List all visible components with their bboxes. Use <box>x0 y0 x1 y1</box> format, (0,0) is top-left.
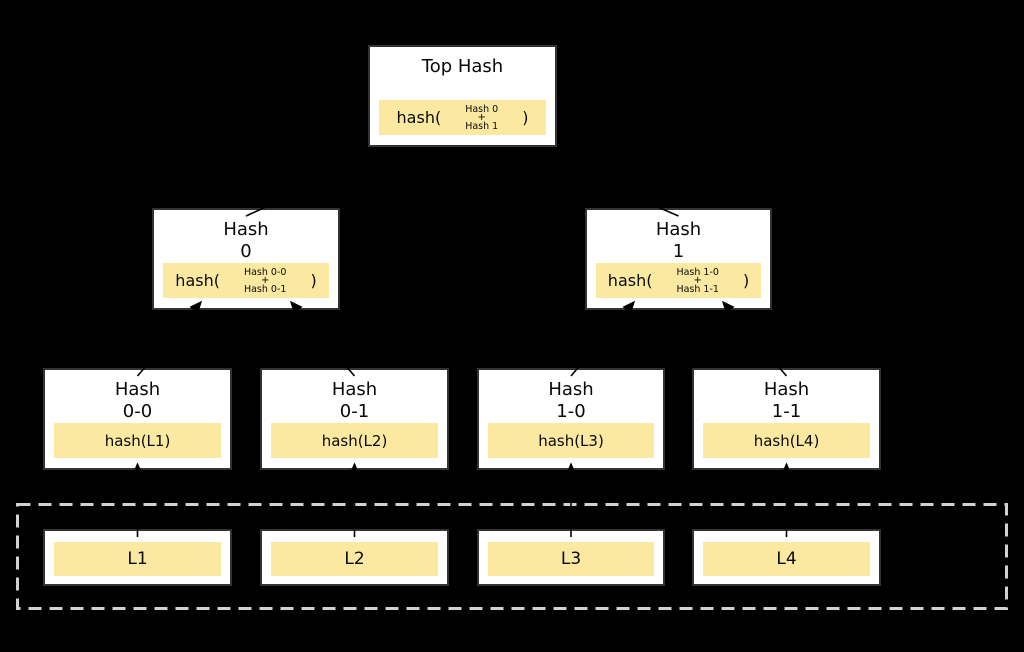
plus-operator: + <box>477 111 486 123</box>
hash-1-1-formula: hash(L4) <box>703 423 870 458</box>
top-hash-title: Top Hash <box>421 56 504 77</box>
hash-1-title-line2: 1 <box>672 241 685 262</box>
hash-1-0-title-line1: Hash <box>548 379 594 400</box>
arrow-hash-1-0-to-hash-1 <box>570 300 636 377</box>
operand-top: Hash 0-0 <box>243 266 287 278</box>
data-block-l4: L4 <box>692 529 881 586</box>
formula-text: hash(L3) <box>538 431 604 450</box>
hash-0-0-formula: hash(L1) <box>54 423 221 458</box>
operand-stack: Hash 0 + Hash 1 <box>465 103 499 132</box>
operand-top: Hash 0 <box>465 103 499 115</box>
data-block-l2: L2 <box>260 529 449 586</box>
data-block-l1: L1 <box>43 529 232 586</box>
operand-stack: Hash 1-0 + Hash 1-1 <box>676 266 719 295</box>
operand-top: Hash 1-0 <box>676 266 719 278</box>
data-block-l3: L3 <box>477 529 665 586</box>
operand-bottom: Hash 0-1 <box>243 283 287 295</box>
hash-1-0-title: Hash 1-0 <box>479 379 663 423</box>
hash-0-1-formula: hash(L2) <box>271 423 438 458</box>
hash-1-0-formula: hash(L3) <box>488 423 654 458</box>
hash-0-0-title-line2: 0-0 <box>122 401 153 422</box>
formula-text: hash(L2) <box>321 431 388 450</box>
hash-close-text: ) <box>522 108 529 127</box>
operand-bottom: Hash 1 <box>465 120 499 132</box>
node-hash-0-0: Hash 0-0 hash(L1) <box>43 368 232 470</box>
arrow-hash-0-0-to-hash-0 <box>136 300 203 377</box>
node-hash-0-1: Hash 0-1 hash(L2) <box>260 368 449 470</box>
formula-text: hash(L1) <box>104 431 171 450</box>
hash-0-1-title-line2: 0-1 <box>339 401 370 422</box>
hash-0-0-title: Hash 0-0 <box>45 379 230 423</box>
hash-open-text: hash( <box>175 271 220 290</box>
formula-text: hash(L4) <box>753 431 820 450</box>
data-block-l1-label: L1 <box>54 542 221 576</box>
data-block-l2-label: L2 <box>271 542 438 576</box>
hash-0-0-title-line1: Hash <box>114 379 161 400</box>
node-hash-1-0: Hash 1-0 hash(L3) <box>477 368 665 470</box>
hash-1-1-title: Hash 1-1 <box>694 379 879 423</box>
hash-close-text: ) <box>742 271 750 290</box>
arrow-hash-1-1-to-hash-1 <box>721 300 788 377</box>
hash-1-1-title-line1: Hash <box>763 379 810 400</box>
arrow-hash-0-1-to-hash-0 <box>289 300 356 377</box>
hash-0-1-title-line1: Hash <box>331 379 378 400</box>
data-block-l3-label: L3 <box>488 542 654 576</box>
node-top-hash: Top Hash hash( Hash 0 + Hash 1 ) <box>368 45 557 147</box>
top-hash-formula: hash( Hash 0 + Hash 1 ) <box>379 100 546 135</box>
hash-open-text: hash( <box>607 271 653 290</box>
arrow-hash-0-to-top-hash <box>245 148 395 217</box>
hash-0-title: Hash 0 <box>154 219 338 263</box>
plus-operator: + <box>693 274 702 286</box>
hash-0-formula: hash( Hash 0-0 + Hash 0-1 ) <box>163 263 329 298</box>
hash-open-text: hash( <box>396 108 442 127</box>
data-block-l4-label: L4 <box>703 542 870 576</box>
hash-1-title: Hash 1 <box>587 219 770 263</box>
arrow-hash-1-to-top-hash <box>522 148 679 217</box>
hash-1-1-title-line2: 1-1 <box>771 401 802 422</box>
hash-0-title-line1: Hash <box>223 219 269 240</box>
operand-stack: Hash 0-0 + Hash 0-1 <box>243 266 287 295</box>
node-hash-0: Hash 0 hash( Hash 0-0 + Hash 0-1 ) <box>152 208 340 310</box>
node-hash-1: Hash 1 hash( Hash 1-0 + Hash 1-1 ) <box>585 208 772 310</box>
operand-bottom: Hash 1-1 <box>676 283 719 295</box>
hash-1-formula: hash( Hash 1-0 + Hash 1-1 ) <box>596 263 761 298</box>
node-hash-1-1: Hash 1-1 hash(L4) <box>692 368 881 470</box>
hash-0-1-title: Hash 0-1 <box>262 379 447 423</box>
hash-1-0-title-line2: 1-0 <box>556 401 586 422</box>
hash-0-title-line2: 0 <box>240 241 252 262</box>
hash-close-text: ) <box>310 271 317 290</box>
hash-1-title-line1: Hash <box>655 219 702 240</box>
plus-operator: + <box>261 274 270 286</box>
